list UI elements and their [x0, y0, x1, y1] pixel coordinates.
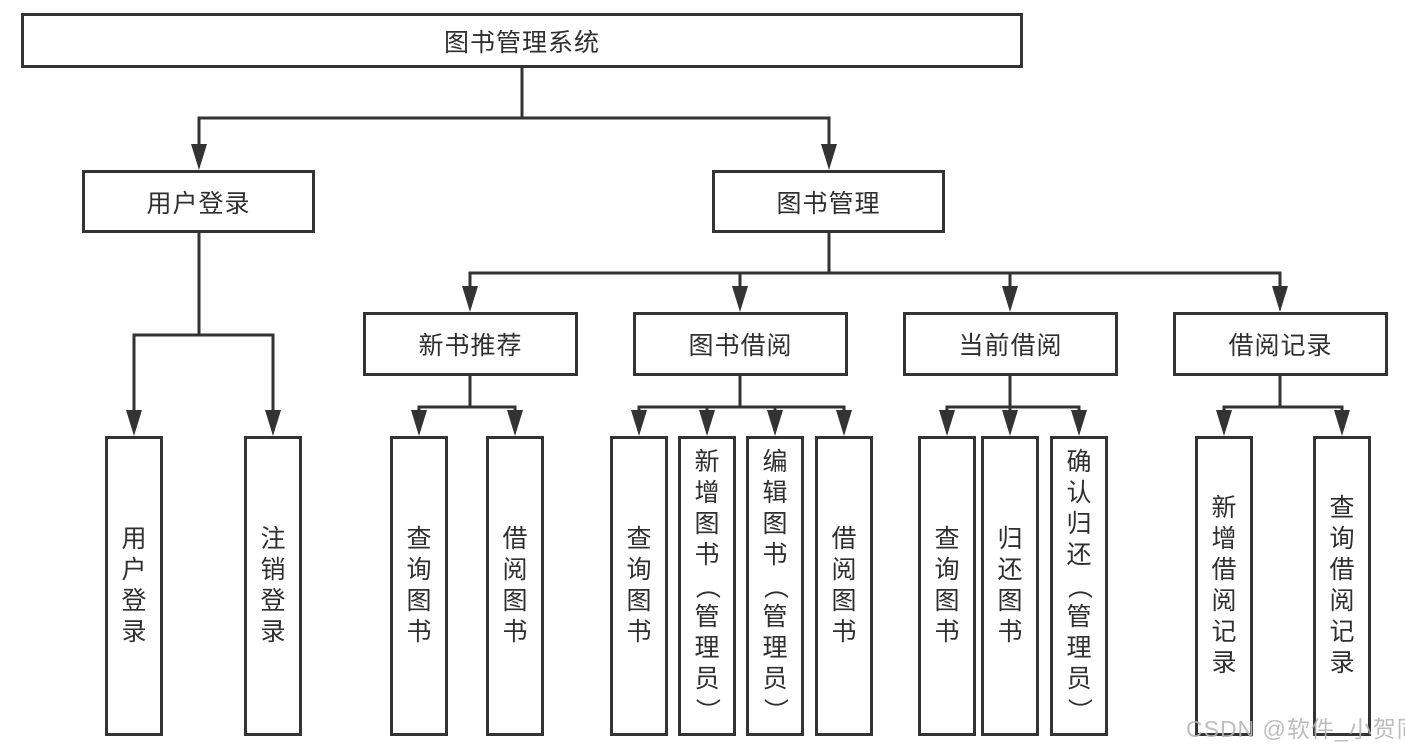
node-borrowing-records: 借阅记录 — [1173, 312, 1388, 376]
node-book-management: 图书管理 — [712, 170, 945, 233]
leaf-user-login: 用户登录 — [105, 436, 163, 736]
leaf-cb-confirm-return-admin: 确认归还（管理员） — [1050, 436, 1108, 736]
node-current-borrowing: 当前借阅 — [903, 312, 1118, 376]
leaf-bb-query-book: 查询图书 — [610, 436, 668, 736]
leaf-cb-query-book: 查询图书 — [918, 436, 976, 736]
leaf-nb-query-book: 查询图书 — [390, 436, 448, 736]
leaf-bb-add-book-admin: 新增图书（管理员） — [678, 436, 736, 736]
watermark: CSDN @软件_小贺同学 — [1186, 716, 1405, 742]
leaf-logout: 注销登录 — [244, 436, 302, 736]
leaf-bb-borrow-book: 借阅图书 — [815, 436, 873, 736]
node-root: 图书管理系统 — [21, 13, 1023, 68]
leaf-nb-borrow-book: 借阅图书 — [486, 436, 544, 736]
node-user-login: 用户登录 — [82, 170, 315, 233]
node-new-book-recommendation: 新书推荐 — [363, 312, 578, 376]
leaf-cb-return-book: 归还图书 — [981, 436, 1039, 736]
leaf-br-query-record: 查询借阅记录 — [1313, 436, 1371, 736]
node-book-borrowing: 图书借阅 — [633, 312, 848, 376]
leaf-bb-edit-book-admin: 编辑图书（管理员） — [746, 436, 804, 736]
leaf-br-add-record: 新增借阅记录 — [1195, 436, 1253, 736]
